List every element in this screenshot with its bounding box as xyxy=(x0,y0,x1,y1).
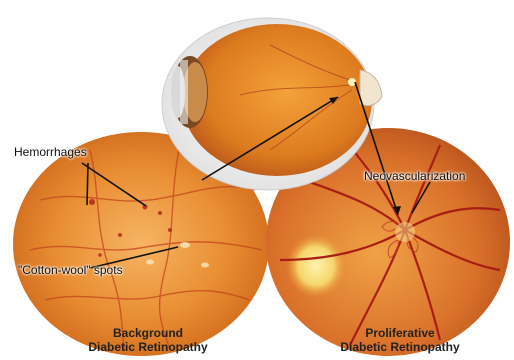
caption-right-line1: Proliferative xyxy=(300,327,500,341)
caption-right-line2: Diabetic Retinopathy xyxy=(300,341,500,355)
caption-left-line2: Diabetic Retinopathy xyxy=(48,341,248,355)
caption-left-line1: Background xyxy=(48,327,248,341)
proliferative-retinopathy-caption: Proliferative Diabetic Retinopathy xyxy=(300,327,500,355)
cotton-wool-spots-label: "Cotton-wool" spots xyxy=(18,264,123,276)
background-retinopathy-caption: Background Diabetic Retinopathy xyxy=(48,327,248,355)
hemorrhages-label: Hemorrhages xyxy=(14,146,87,158)
neovascularization-label: Neovascularization xyxy=(364,170,465,182)
